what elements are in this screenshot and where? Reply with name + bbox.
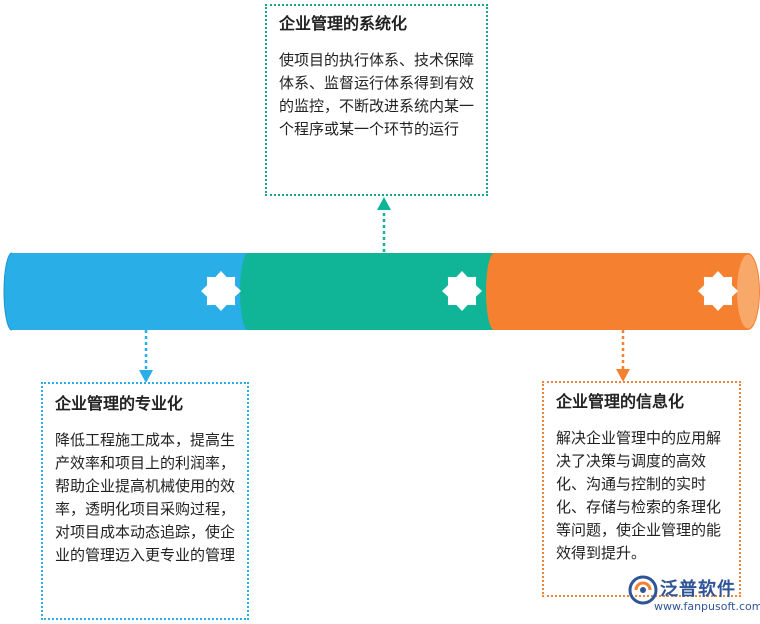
- connector-top: [377, 197, 391, 252]
- card-body: 降低工程施工成本，提高生产效率和项目上的利润率，帮助企业提高机械使用的效率，透明…: [55, 431, 236, 564]
- card-body: 使项目的执行体系、技术保障体系、监督运行体系得到有效的监控，不断改进系统内某一个…: [279, 51, 475, 138]
- connector-right: [616, 330, 630, 382]
- card-systematization: 企业管理的系统化 使项目的执行体系、技术保障体系、监督运行体系得到有效的监控，不…: [265, 4, 488, 196]
- watermark-logo: 泛普软件 www.fanpusoft.com: [628, 573, 760, 619]
- segment-orange: [486, 253, 760, 330]
- logo-url: www.fanpusoft.com: [654, 600, 760, 613]
- card-title: 企业管理的信息化: [556, 392, 685, 411]
- card-informatization: 企业管理的信息化 解决企业管理中的应用解决了决策与调度的高效化、沟通与控制的实时…: [542, 381, 741, 597]
- card-title: 企业管理的专业化: [55, 394, 184, 413]
- segment-green: [240, 253, 505, 330]
- fanpu-logo-icon: [628, 575, 658, 605]
- green-star-icon: [442, 271, 482, 311]
- card-body: 解决企业管理中的应用解决了决策与调度的高效化、沟通与控制的实时化、存储与检索的条…: [556, 429, 722, 562]
- card-title: 企业管理的系统化: [279, 14, 408, 33]
- segment-blue: [3, 252, 263, 331]
- connector-left: [139, 330, 153, 383]
- blue-star-icon: [201, 271, 241, 311]
- logo-name: 泛普软件: [660, 579, 736, 600]
- card-specialization: 企业管理的专业化 降低工程施工成本，提高生产效率和项目上的利润率，帮助企业提高机…: [41, 382, 249, 620]
- orange-star-icon: [698, 271, 738, 311]
